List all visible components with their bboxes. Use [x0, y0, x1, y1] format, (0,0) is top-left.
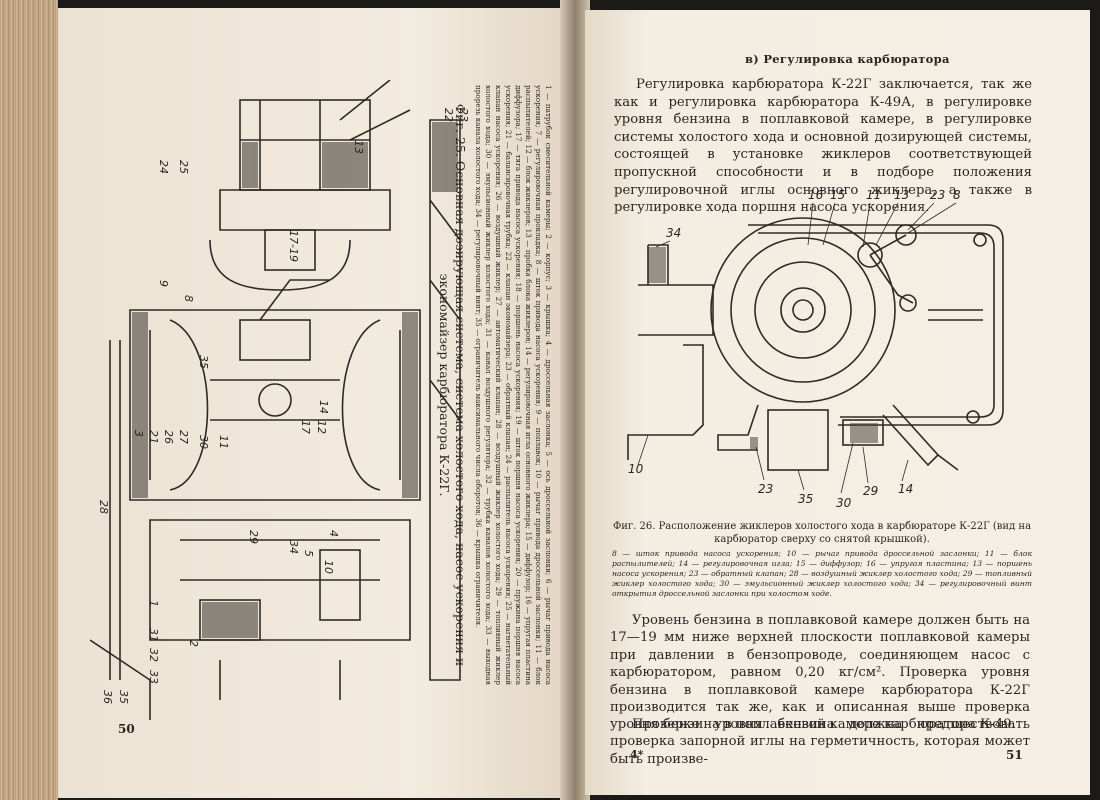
fig26-label-16: 16: [808, 188, 824, 202]
figure-26-caption: Фиг. 26. Расположение жиклеров холостого…: [612, 521, 1032, 545]
fig26-label-8: 8: [953, 188, 961, 202]
svg-text:31: 31: [147, 628, 160, 642]
fig26-label-34: 34: [666, 226, 681, 240]
svg-text:29: 29: [247, 530, 260, 544]
svg-text:30: 30: [197, 435, 210, 449]
figure-25-drawing: 28 1 31 32 33 36 35 2 29 4 3 21 26 27 30…: [90, 80, 470, 720]
svg-text:21: 21: [147, 430, 160, 444]
figure-25-caption: Фиг. 25. Основная дозирующая система, си…: [437, 103, 468, 667]
svg-text:33: 33: [147, 670, 160, 684]
fig26-label-13: 13: [894, 188, 909, 202]
svg-text:4: 4: [327, 530, 340, 537]
figure-26-legend: 8 — шток привода насоса ускорения; 10 — …: [612, 549, 1032, 598]
svg-text:26: 26: [162, 430, 175, 444]
figure-25-legend: 1 — патрубок смесительной камеры; 2 — ко…: [474, 85, 553, 685]
page-number-left: 50: [118, 722, 135, 736]
paragraph-1: Регулировка карбюратора К-22Г заключаетс…: [614, 77, 1032, 216]
svg-text:2: 2: [187, 640, 200, 647]
svg-text:32: 32: [147, 648, 160, 662]
svg-text:35: 35: [197, 355, 210, 369]
paragraph-3: Проверке уровня бензина должна предшеств…: [610, 717, 1030, 767]
svg-text:25: 25: [177, 160, 190, 174]
svg-text:10: 10: [322, 560, 335, 574]
svg-text:35: 35: [117, 690, 130, 704]
svg-text:3: 3: [132, 430, 145, 437]
fig26-label-15: 15: [830, 188, 845, 202]
section-title: в) Регулировка карбюратора: [745, 52, 950, 66]
signature-mark: 4*: [630, 748, 644, 761]
svg-text:22: 22: [442, 108, 455, 122]
svg-text:23: 23: [457, 108, 470, 122]
fig26-label-29: 29: [863, 484, 878, 498]
svg-text:12: 12: [315, 420, 328, 434]
svg-text:9: 9: [157, 280, 170, 287]
right-page: [585, 10, 1090, 795]
svg-text:17-19: 17-19: [287, 230, 300, 262]
svg-text:5: 5: [302, 550, 315, 557]
svg-text:17: 17: [299, 420, 312, 434]
fig26-label-30: 30: [836, 496, 852, 510]
svg-text:13: 13: [352, 140, 365, 154]
fig26-label-11: 11: [866, 188, 881, 202]
fig26-label-23b: 23: [758, 482, 773, 496]
page-edges: [0, 0, 58, 800]
svg-text:11: 11: [217, 435, 230, 449]
svg-text:14: 14: [317, 400, 330, 414]
paragraph-2: Уровень бензина в поплавковой камере дол…: [610, 613, 1030, 733]
svg-text:24: 24: [157, 160, 170, 174]
fig26-label-35: 35: [798, 492, 813, 506]
figure-26-drawing: 16 15 11 13 23 8 34 10 23 35 30 29 14: [627, 188, 1004, 510]
svg-text:8: 8: [182, 295, 195, 302]
fig26-label-10: 10: [628, 462, 644, 476]
fig26-label-14: 14: [898, 482, 913, 496]
fig26-label-23: 23: [930, 188, 945, 202]
svg-text:27: 27: [177, 430, 190, 444]
svg-text:28: 28: [97, 500, 110, 514]
svg-text:36: 36: [101, 690, 114, 704]
page-number-right: 51: [1006, 748, 1023, 762]
svg-text:1: 1: [147, 600, 160, 607]
svg-text:34: 34: [287, 540, 300, 554]
